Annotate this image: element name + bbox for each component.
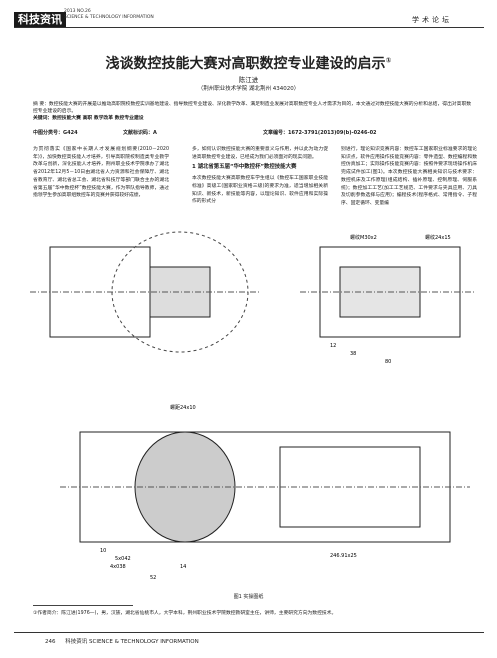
clc-number: 中图分类号：G424 — [33, 130, 78, 136]
technical-drawing: 螺纹M30x2 螺纹24x15 螺距24x10 246.91x25 10 5x0… — [30, 231, 475, 581]
footnote-rule — [33, 605, 133, 606]
col2-text-b: 本次数控技能大赛高职数控车学生组以《数控车工国家职业技能标准》高级工(国家职业资… — [192, 176, 328, 205]
body-column-3: 别进行，理论知识竞赛内容：数控车工国家职业标准要求的理论知识点，软件应用操作技能… — [341, 147, 477, 206]
section-heading-1: 1 湖北省第五届“华中数控杯”数控技能大赛 — [192, 164, 297, 171]
page-number: 246 — [45, 639, 56, 645]
drawing-note: 246.91x25 — [330, 553, 357, 559]
journal-english-name: SCIENCE & TECHNOLOGY INFORMATION — [64, 15, 154, 20]
footer-journal-title: 科技资讯 SCIENCE & TECHNOLOGY INFORMATION — [65, 639, 199, 645]
body-column-2: 多，如何认识数控技能大赛的重要意义与作用，并以此为动力促进高职数控专业建设，已经… — [192, 146, 328, 206]
keywords: 关键词：数控技能大赛 高职 教学改革 数控专业建设 — [33, 116, 144, 121]
dim-label: 38 — [350, 351, 356, 357]
journal-badge: 科技资讯 — [14, 12, 66, 28]
article-title: 浅谈数控技能大赛对高职数控专业建设的启示① — [105, 56, 392, 72]
abstract: 摘 要：数控技能大赛的开展是以推动高职院校数控实训基地建设、指导数控专业建设、深… — [33, 101, 473, 122]
bottom-dimensions: 10 5x042 4x038 14 52 — [100, 548, 186, 581]
thread-label-a: 螺纹M30x2 — [350, 234, 377, 241]
body-column-1: 为贯彻落实《国家中长期人才发展规划纲要(2010－2020年)》，加快数控高技能… — [33, 147, 169, 199]
dim-label: 52 — [150, 575, 156, 581]
abstract-text: 摘 要：数控技能大赛的开展是以推动高职院校数控实训基地建设、指导数控专业建设、深… — [33, 102, 472, 114]
dim-label: 4x038 — [110, 564, 126, 570]
title-footnote-mark: ① — [385, 56, 392, 65]
document-code: 文献标识码：A — [123, 130, 157, 136]
footnote: ①作者简介：陈江进(1976—)，男，汉族，湖北省仙桃市人，大学本科，荆州职业技… — [33, 611, 337, 616]
thread-label-c: 螺距24x10 — [170, 404, 196, 411]
header-rule — [14, 27, 484, 28]
dim-label: 5x042 — [115, 556, 131, 562]
footer-rule — [14, 632, 484, 633]
issue-number: 2013 NO.26 — [64, 9, 91, 14]
dim-label: 12 — [330, 343, 336, 349]
right-dimensions: 12 38 80 — [330, 343, 391, 365]
section-label: 学术论坛 — [412, 16, 452, 24]
article-number: 文章编号：1672-3791(2013)09(b)-0246-02 — [263, 130, 377, 136]
classification-row: 中图分类号：G424 文献标识码：A 文章编号：1672-3791(2013)0… — [33, 129, 473, 136]
journal-meta: 2013 NO.26 SCIENCE & TECHNOLOGY INFORMAT… — [64, 9, 154, 21]
figure-caption: 图1 实操图纸 — [233, 594, 264, 600]
dim-label: 10 — [100, 548, 106, 554]
col2-text: 多，如何认识数控技能大赛的重要意义与作用，并以此为动力促进高职数控专业建设，已经… — [192, 147, 328, 160]
thread-label-b: 螺纹24x15 — [425, 234, 451, 241]
footer: 246 科技资讯 SCIENCE & TECHNOLOGY INFORMATIO… — [45, 637, 199, 645]
dim-label: 14 — [180, 564, 186, 570]
author: 陈江进 — [238, 76, 259, 84]
dim-label: 80 — [385, 359, 391, 365]
affiliation: （荆州职业技术学院 湖北荆州 434020） — [197, 86, 300, 92]
